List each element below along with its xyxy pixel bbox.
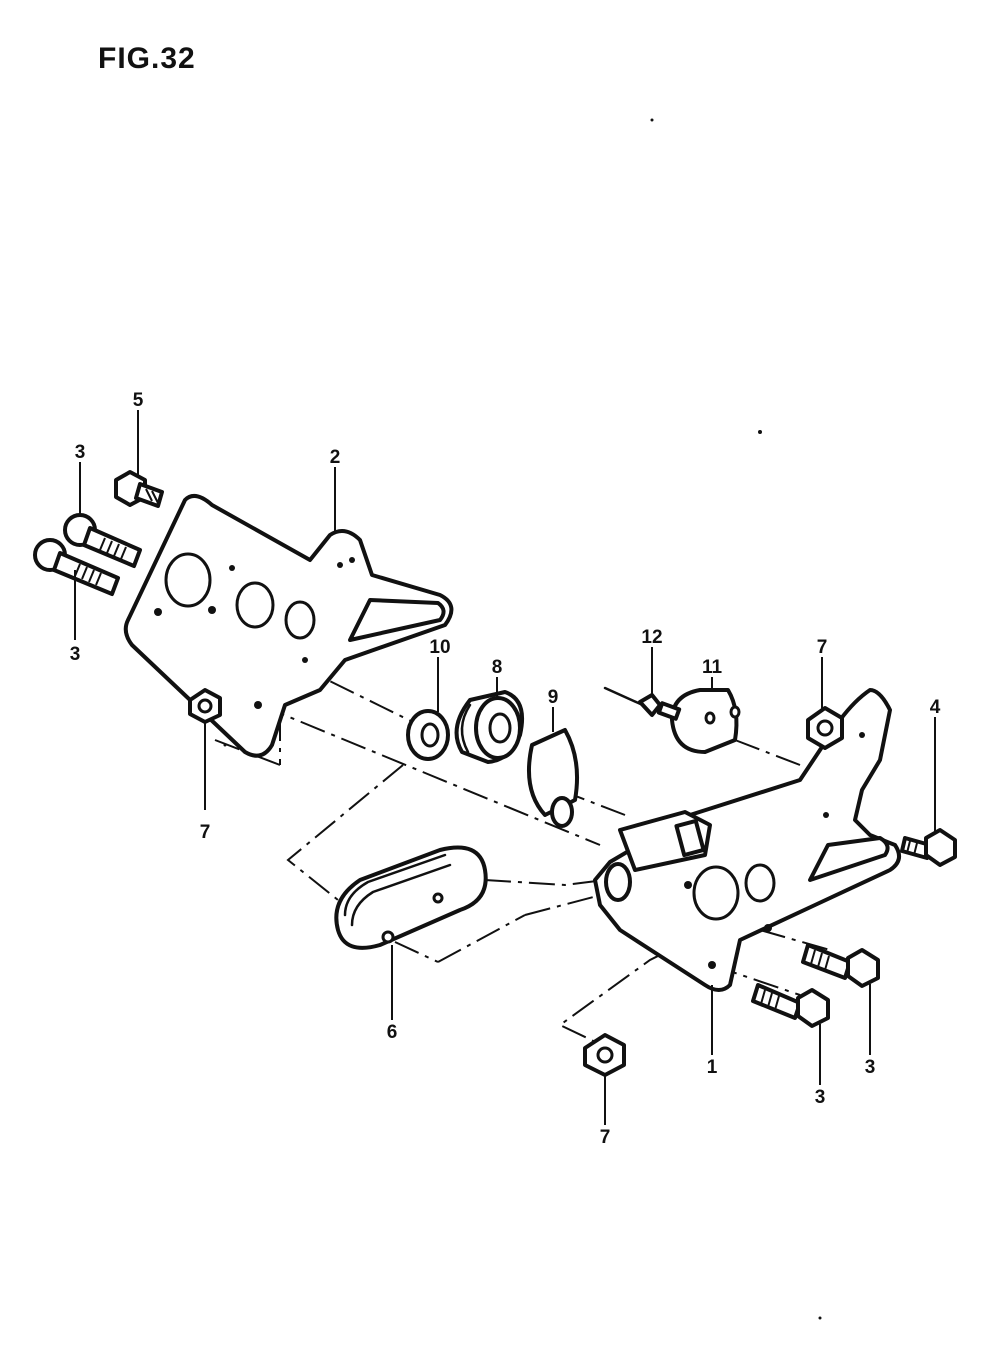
bolt-part-5 [114,470,164,508]
leader-lines [74,410,936,1125]
bracket-lower-part-1 [593,688,901,992]
nut-part-7-left [188,688,222,724]
callout-3: 3 [75,442,86,463]
callout-5: 5 [133,390,144,411]
callout-12: 12 [641,627,662,648]
callout-2: 2 [330,447,341,468]
bolt-part-3-upper-left [63,513,142,568]
callout-3: 3 [865,1057,876,1078]
bolt-part-4 [900,828,957,867]
scan-speck [758,430,762,434]
callout-10: 10 [429,637,450,658]
scan-speck [650,118,654,122]
figure-title: FIG.32 [98,42,196,75]
callout-3: 3 [815,1087,826,1108]
cushion-part-6 [334,845,488,950]
callout-7: 7 [200,822,211,843]
sleeve-part-9 [527,728,579,828]
callout-1: 1 [707,1057,718,1078]
bolt-part-3-right-lower [751,983,830,1028]
rivet-part-12 [603,686,682,721]
callout-4: 4 [930,697,941,718]
scan-speck [818,1316,822,1320]
callout-7: 7 [817,637,828,658]
nut-part-7-right [806,706,844,750]
scan-speck [223,743,227,747]
callout-7: 7 [600,1127,611,1148]
callout-labels: 5 3 3 2 10 8 9 12 11 7 4 7 6 1 3 3 7 [70,390,941,1148]
callout-9: 9 [548,687,559,708]
pad-part-11 [670,688,741,754]
nut-part-7-bottom [583,1033,626,1077]
callout-11: 11 [702,657,723,678]
grommet-part-8 [454,690,525,764]
callout-6: 6 [387,1022,398,1043]
washer-part-10 [406,709,450,761]
bolt-part-3-right-upper [801,943,880,988]
callout-8: 8 [492,657,503,678]
bolt-part-3-lower-left [33,538,120,596]
callout-3: 3 [70,644,81,665]
